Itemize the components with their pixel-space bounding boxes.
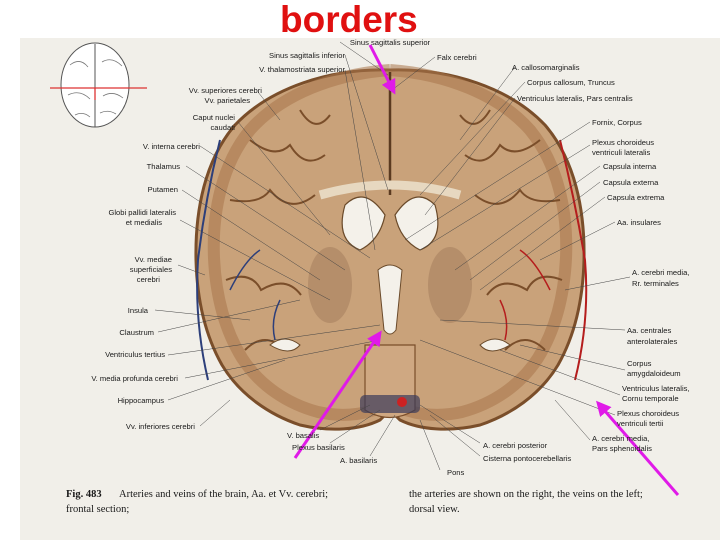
label-ventriculi-tertii: ventriculi tertii <box>617 419 664 428</box>
label-vv-inferiores: Vv. inferiores cerebri <box>126 422 195 431</box>
label-et-medialis: et medialis <box>126 218 162 227</box>
label-a-cerebri-posterior: A. cerebri posterior <box>483 441 548 450</box>
label-cerebri: cerebri <box>137 275 161 284</box>
label-v-thalamostriata: V. thalamostriata superior <box>259 65 345 74</box>
label-insula: Insula <box>128 306 149 315</box>
label-v-media-profunda: V. media profunda cerebri <box>91 374 178 383</box>
brain-coronal-section <box>194 64 588 431</box>
label-pons: Pons <box>447 468 465 477</box>
label-fornix: Fornix, Corpus <box>592 118 642 127</box>
label-superficiales: superficiales <box>130 265 172 274</box>
label-ventriculus-lateralis-2: Ventriculus lateralis, <box>622 384 690 393</box>
label-ventriculi-lateralis: ventriculi lateralis <box>592 148 650 157</box>
label-sinus-sag-inf: Sinus sagittalis inferior <box>269 51 345 60</box>
label-a-basilaris: A. basilaris <box>340 456 377 465</box>
label-caput-nuclei: Caput nuclei <box>193 113 236 122</box>
label-pars-sphenoidalis: Pars sphenoidalis <box>592 444 652 453</box>
label-caudati: caudati <box>211 123 236 132</box>
label-vv-mediae: Vv. mediae <box>135 255 172 264</box>
label-a-callosomarginalis: A. callosomarginalis <box>512 63 580 72</box>
label-ventriculus-pars-centralis: Ventriculus lateralis, Pars centralis <box>517 94 633 103</box>
orientation-thumbnail <box>50 42 147 128</box>
label-plexus-choroideus: Plexus choroideus <box>592 138 654 147</box>
label-plexus-choroideus-2: Plexus choroideus <box>617 409 679 418</box>
caption-right-line1: the arteries are shown on the right, the… <box>409 489 643 500</box>
label-aa-insulares: Aa. insulares <box>617 218 661 227</box>
label-hippocampus: Hippocampus <box>118 396 165 405</box>
label-plexus-basilaris: Plexus basilaris <box>292 443 345 452</box>
caption-left-line2: frontal section; <box>66 504 129 515</box>
label-vv-parietales: Vv. parietales <box>205 96 251 105</box>
label-v-basalis: V. basalis <box>287 431 319 440</box>
label-sinus-sag-sup: Sinus sagittalis superior <box>350 38 431 47</box>
label-corpus-callosum: Corpus callosum, Truncus <box>527 78 615 87</box>
label-anterolaterales: anterolaterales <box>627 337 677 346</box>
label-claustrum: Claustrum <box>119 328 154 337</box>
caption-left-line1: Arteries and veins of the brain, Aa. et … <box>119 489 328 500</box>
caption-right-line2: dorsal view. <box>409 504 460 515</box>
border-arrows <box>293 44 680 496</box>
label-a-cerebri-media-2: A. cerebri media, <box>592 434 649 443</box>
label-globi-pallidi: Globi pallidi lateralis <box>108 208 176 217</box>
label-corpus: Corpus <box>627 359 652 368</box>
label-putamen: Putamen <box>148 185 178 194</box>
bottom-labels: V. basalis Plexus basilaris A. basilaris… <box>287 431 571 477</box>
right-labels: Falx cerebri A. callosomarginalis Corpus… <box>437 53 690 453</box>
label-rr-terminales: Rr. terminales <box>632 279 679 288</box>
label-v-interna: V. interna cerebri <box>143 142 200 151</box>
label-cisterna-pontocerebellaris: Cisterna pontocerebellaris <box>483 454 571 463</box>
left-labels: Sinus sagittalis superior Sinus sagittal… <box>91 38 430 431</box>
caption-fig-number: Fig. 483 <box>66 489 102 500</box>
label-cornu-temporale: Cornu temporale <box>622 394 679 403</box>
label-falx-cerebri: Falx cerebri <box>437 53 477 62</box>
label-capsula-extrema: Capsula extrema <box>607 193 665 202</box>
slide-title: borders <box>280 0 418 40</box>
label-a-cerebri-media: A. cerebri media, <box>632 268 689 277</box>
label-capsula-externa: Capsula externa <box>603 178 659 187</box>
leader-lines <box>154 41 631 471</box>
label-capsula-interna: Capsula interna <box>603 162 657 171</box>
label-ventriculus-tertius: Ventriculus tertius <box>105 350 165 359</box>
label-amygdaloideum: amygdaloideum <box>627 369 681 378</box>
label-vv-sup-cerebri: Vv. superiores cerebri <box>189 86 263 95</box>
label-thalamus: Thalamus <box>147 162 181 171</box>
figure-caption: Fig. 483 Arteries and veins of the brain… <box>66 489 643 515</box>
label-aa-centrales: Aa. centrales <box>627 326 672 335</box>
